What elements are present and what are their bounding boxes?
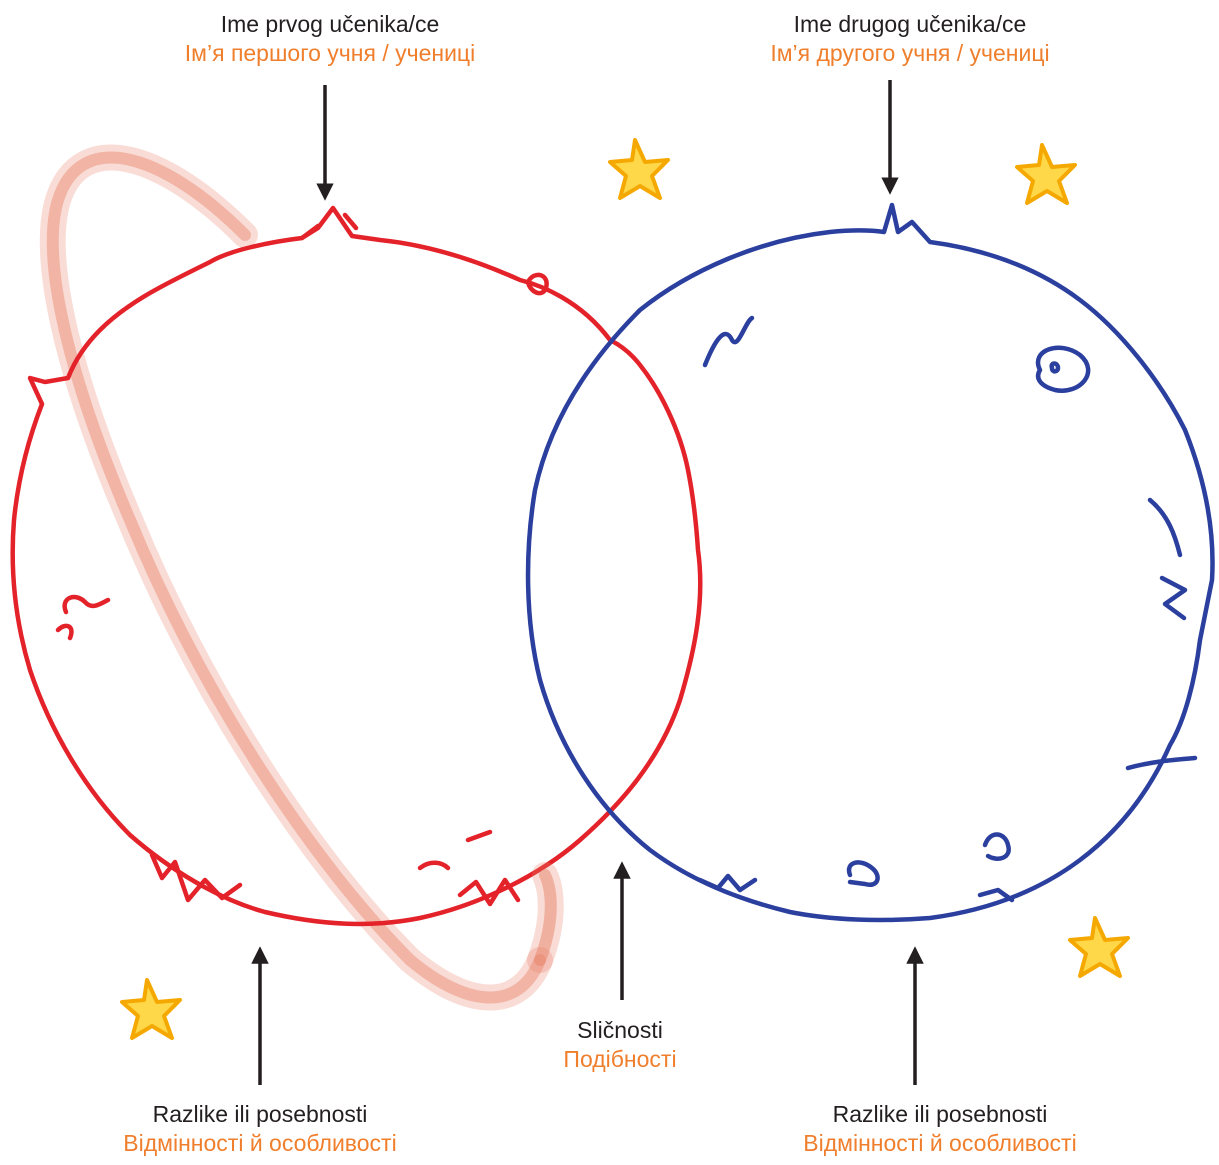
- star-icon: [1068, 916, 1130, 978]
- second-student-name-uk: Ім’я другого учня / учениці: [770, 39, 1050, 66]
- differences-right-text-uk: Відмінності й особливості: [803, 1129, 1077, 1156]
- similarities-text-uk: Подібності: [563, 1045, 677, 1072]
- right-circle: [525, 202, 1215, 923]
- differences-left-text-uk: Відмінності й особливості: [123, 1129, 397, 1156]
- star-icon: [608, 138, 670, 200]
- differences-right-label: Razlike ili posebnosti Відмінності й осо…: [740, 1100, 1140, 1158]
- planet-ring-back: [39, 144, 553, 1011]
- planet-ring-front: [527, 862, 564, 973]
- first-student-name-uk: Ім’я першого учня / учениці: [184, 39, 476, 66]
- second-student-label: Ime drugog učenika/ce Ім’я другого учня …: [680, 10, 1140, 68]
- star-icon: [120, 978, 182, 1040]
- first-student-name: Ime prvog učenika/ce: [220, 11, 440, 37]
- differences-left-text: Razlike ili posebnosti: [152, 1101, 368, 1127]
- differences-right-text: Razlike ili posebnosti: [832, 1101, 1048, 1127]
- first-student-label: Ime prvog učenika/ce Ім’я першого учня /…: [100, 10, 560, 68]
- left-circle: [10, 205, 703, 927]
- second-student-name: Ime drugog učenika/ce: [793, 11, 1027, 37]
- similarities-label: Sličnosti Подібності: [520, 1016, 720, 1074]
- differences-left-label: Razlike ili posebnosti Відмінності й осо…: [60, 1100, 460, 1158]
- similarities-text: Sličnosti: [577, 1017, 663, 1043]
- star-icon: [1015, 143, 1077, 205]
